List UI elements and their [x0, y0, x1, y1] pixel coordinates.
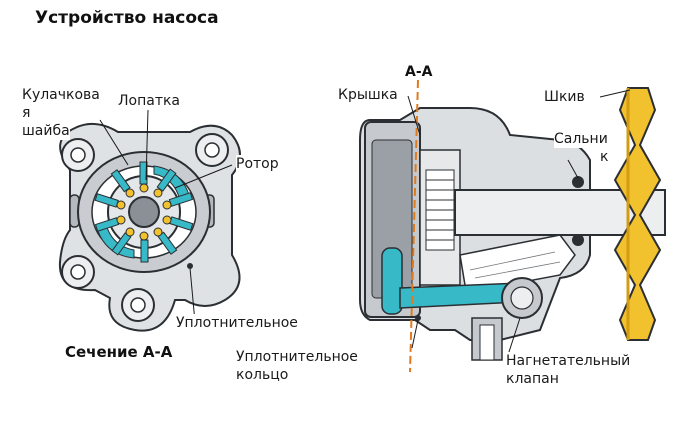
label-oil-seal-2: к [600, 148, 609, 166]
label-valve-2: клапан [506, 370, 559, 388]
fluid-chamber-left [95, 223, 135, 259]
label-cam-washer-2: я [22, 104, 31, 122]
seal-ring-dot [415, 315, 421, 321]
valve-ball [510, 286, 534, 310]
fluid-channel-vertical [381, 247, 403, 315]
oil-seal-lower [572, 234, 584, 246]
mount-hole-bottom-left [70, 264, 86, 280]
label-seal-ring-1: Уплотнительное [236, 348, 358, 366]
oil-seal-upper [572, 176, 584, 188]
vanes [94, 161, 194, 263]
mount-hole-top-right [204, 142, 220, 158]
label-rotor: Ротор [236, 155, 279, 173]
mount-hole-top-left [70, 147, 86, 163]
fluid-chamber-right [153, 165, 191, 201]
cavity-hatching [469, 251, 561, 279]
label-oil-seal-1: Сальни [554, 130, 608, 148]
vane [140, 239, 149, 263]
label-seal-ring-2: кольцо [236, 366, 289, 384]
label-valve-1: Нагнетательный [506, 352, 631, 370]
section-mark-label: А-А [405, 64, 433, 80]
label-cam-washer-1: Кулачкова [22, 86, 100, 104]
diagram-title: Устройство насоса [35, 8, 219, 28]
longitudinal-section-view [359, 79, 666, 373]
cross-section-view [58, 109, 241, 332]
label-cam-washer-3: шайба [22, 122, 70, 140]
shaft-bore [128, 196, 160, 228]
label-seal: Уплотнительное [176, 314, 298, 332]
section-line-aa [409, 79, 419, 373]
pulley [613, 87, 662, 341]
label-vane: Лопатка [118, 92, 181, 110]
mount-hole-bottom [130, 297, 146, 313]
section-title: Сечение А-А [65, 343, 173, 361]
rotor-teeth [425, 169, 455, 251]
label-pulley: Шкив [544, 88, 585, 106]
label-cover: Крышка [338, 86, 398, 104]
rotor-pins [116, 183, 172, 241]
